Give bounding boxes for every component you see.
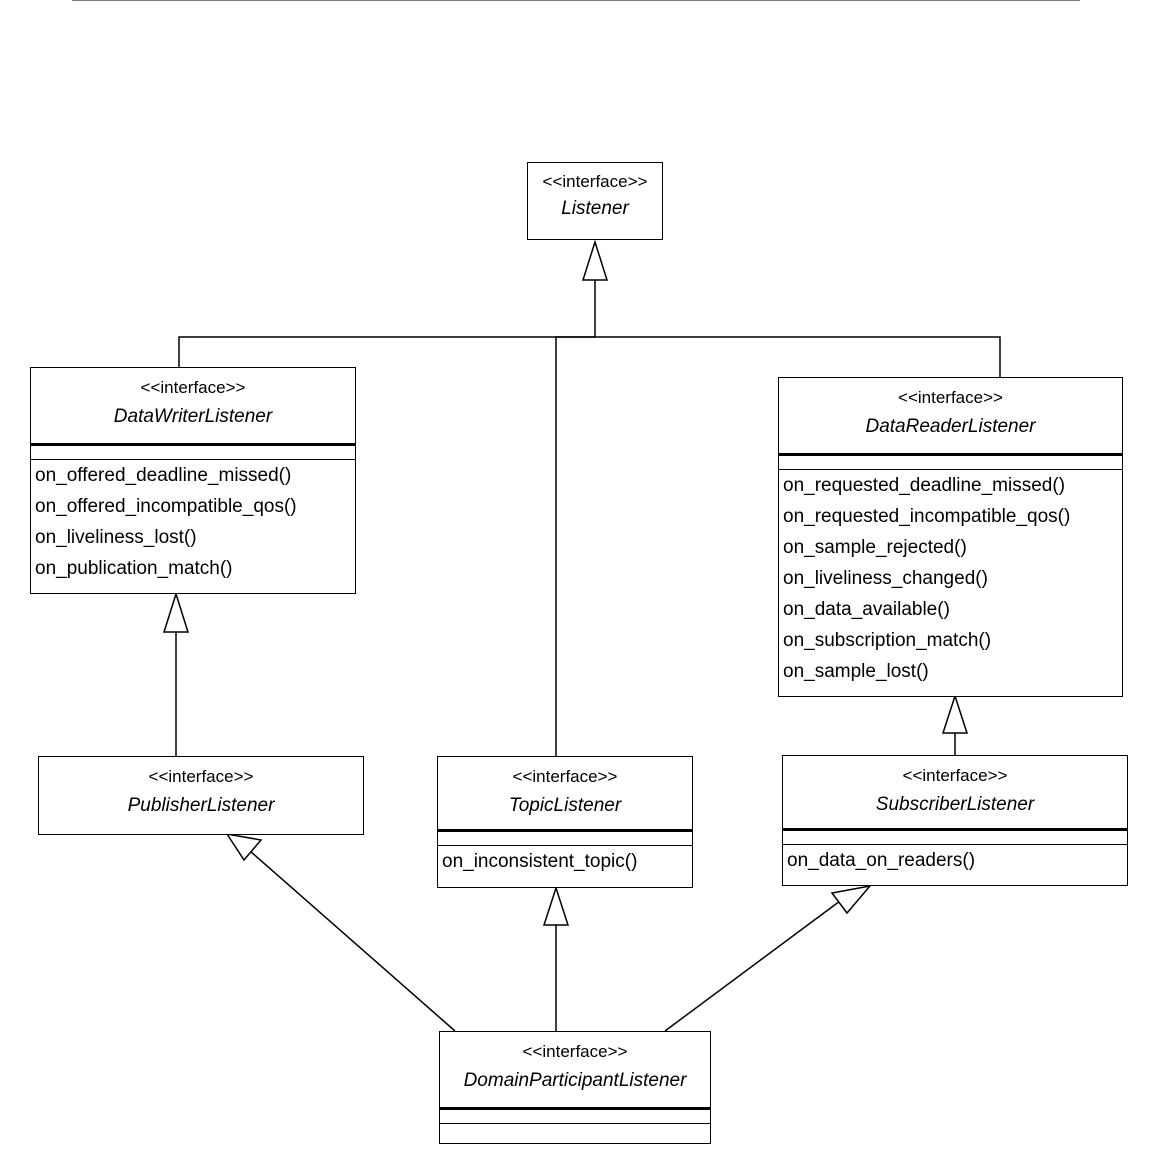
operation: on_sample_rejected() [783, 537, 967, 558]
stereotype-label: <<interface>> [148, 767, 254, 786]
arrowhead-subscriber [830, 884, 872, 915]
edge-participant-to-subscriber [664, 900, 841, 1032]
class-datawriterlistener: <<interface>> DataWriterListener on_offe… [30, 367, 356, 594]
class-publisherlistener: <<interface>> PublisherListener [38, 756, 364, 835]
top-rule [72, 0, 1080, 1]
compartment-separator [31, 443, 355, 446]
operation: on_publication_match() [35, 558, 233, 579]
class-name-subscriberlistener: SubscriberListener [875, 794, 1035, 815]
class-name-datawriterlistener: DataWriterListener [113, 406, 273, 427]
class-name-datareaderlistener: DataReaderListener [865, 416, 1036, 437]
operation: on_data_available() [783, 599, 950, 620]
class-name-publisherlistener: PublisherListener [127, 795, 275, 816]
attributes-compartment [779, 456, 1122, 470]
operations-compartment [440, 1124, 710, 1138]
stereotype-label: <<interface>> [542, 172, 648, 191]
arrowhead-datawriter [162, 591, 190, 633]
operations-compartment: on_inconsistent_topic() [438, 846, 692, 877]
operation: on_offered_deadline_missed() [35, 465, 292, 486]
class-listener: <<interface>> Listener [527, 162, 663, 240]
stereotype-label: <<interface>> [522, 1042, 628, 1061]
edge-datawriter-to-listener [178, 280, 596, 368]
compartment-separator [783, 828, 1127, 831]
edge-datareader-to-listener [595, 336, 1001, 378]
operation: on_sample_lost() [783, 661, 929, 682]
stereotype-label: <<interface>> [512, 767, 618, 786]
operations-compartment: on_offered_deadline_missed() on_offered_… [31, 460, 355, 584]
operations-compartment: on_data_on_readers() [783, 845, 1127, 876]
attributes-compartment [31, 446, 355, 460]
operations-compartment: on_requested_deadline_missed() on_reques… [779, 470, 1122, 687]
class-name-topiclistener: TopicListener [508, 795, 622, 816]
attributes-compartment [783, 831, 1127, 845]
stereotype-label: <<interface>> [902, 766, 1008, 785]
operation: on_liveliness_lost() [35, 527, 197, 548]
operation: on_requested_incompatible_qos() [783, 506, 1071, 527]
compartment-separator [438, 829, 692, 832]
arrowhead-listener [581, 239, 609, 281]
attributes-compartment [440, 1110, 710, 1124]
arrowhead-datareader [941, 693, 969, 734]
operation: on_inconsistent_topic() [442, 851, 638, 872]
arrowhead-publisher [225, 832, 263, 862]
class-datareaderlistener: <<interface>> DataReaderListener on_requ… [778, 377, 1123, 697]
edge-topic-to-listener [555, 336, 595, 757]
arrowhead-topic [542, 885, 570, 926]
class-name-listener: Listener [561, 198, 629, 219]
attributes-compartment [438, 832, 692, 846]
operation: on_offered_incompatible_qos() [35, 496, 297, 517]
class-domainparticipantlistener: <<interface>> DomainParticipantListener [439, 1031, 711, 1144]
stereotype-label: <<interface>> [898, 388, 1003, 407]
edge-participant-to-publisher [249, 850, 456, 1032]
operation: on_requested_deadline_missed() [783, 475, 1066, 496]
class-subscriberlistener: <<interface>> SubscriberListener on_data… [782, 755, 1128, 886]
operation: on_subscription_match() [783, 630, 992, 651]
compartment-separator [779, 453, 1122, 456]
class-topiclistener: <<interface>> TopicListener on_inconsist… [437, 756, 693, 888]
compartment-separator [440, 1107, 710, 1110]
stereotype-label: <<interface>> [140, 378, 246, 397]
operation: on_liveliness_changed() [783, 568, 988, 589]
operation: on_data_on_readers() [787, 850, 976, 871]
class-name-domainparticipantlistener: DomainParticipantListener [463, 1070, 687, 1091]
